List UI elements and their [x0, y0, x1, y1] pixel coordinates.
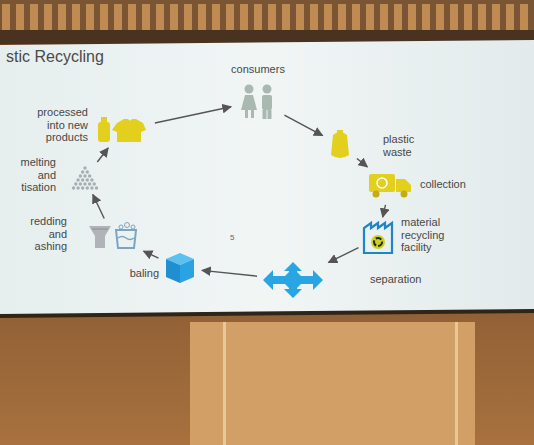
process-step: redding and ashing: [87, 223, 139, 251]
process-step: consumers: [236, 83, 280, 119]
process-step: baling: [163, 253, 197, 283]
lower-panel: [190, 322, 475, 445]
process-step: plastic waste: [327, 129, 353, 161]
screen-leg: [455, 322, 458, 445]
flow-arrow: [93, 195, 104, 219]
separation-arrows-icon: [263, 262, 323, 298]
stray-mark: 5: [230, 233, 234, 242]
step-label: collection: [420, 178, 480, 191]
step-label: melting and tisation: [6, 156, 56, 194]
flow-arrow: [202, 270, 257, 276]
flow-arrow: [144, 251, 159, 258]
flow-arrow: [357, 159, 367, 167]
flow-arrow: [383, 205, 386, 217]
new-products-icon: [98, 117, 146, 142]
process-step: collection: [368, 170, 412, 200]
ceiling-slats: [0, 0, 534, 44]
step-label: baling: [115, 267, 159, 280]
screen-frame: [0, 41, 534, 318]
process-step: processed into new products: [94, 116, 150, 144]
step-label: separation: [370, 273, 430, 286]
step-label: processed into new products: [28, 106, 88, 144]
process-step: melting and tisation: [70, 166, 100, 190]
pellets-icon: [72, 166, 98, 189]
projection-screen: [0, 40, 534, 314]
step-label: plastic waste: [383, 133, 433, 158]
process-step: material recycling facility: [363, 222, 393, 254]
recycling-facility-icon: [364, 223, 392, 253]
collection-truck-icon: [369, 174, 411, 198]
shredder-washer-icon: [89, 223, 136, 249]
step-label: redding and ashing: [17, 215, 67, 253]
flow-arrow: [328, 248, 358, 263]
step-label: material recycling facility: [401, 216, 465, 254]
process-step: separation: [262, 261, 324, 299]
baling-cube-icon: [166, 253, 194, 283]
screen-leg: [223, 322, 226, 445]
flow-arrow: [284, 115, 322, 135]
plastic-waste-icon: [331, 130, 349, 158]
flow-arrow: [155, 107, 231, 123]
consumers-icon: [241, 85, 272, 120]
step-label: consumers: [218, 63, 298, 76]
flow-arrow: [97, 148, 108, 162]
slide-title: stic Recycling: [6, 48, 104, 66]
